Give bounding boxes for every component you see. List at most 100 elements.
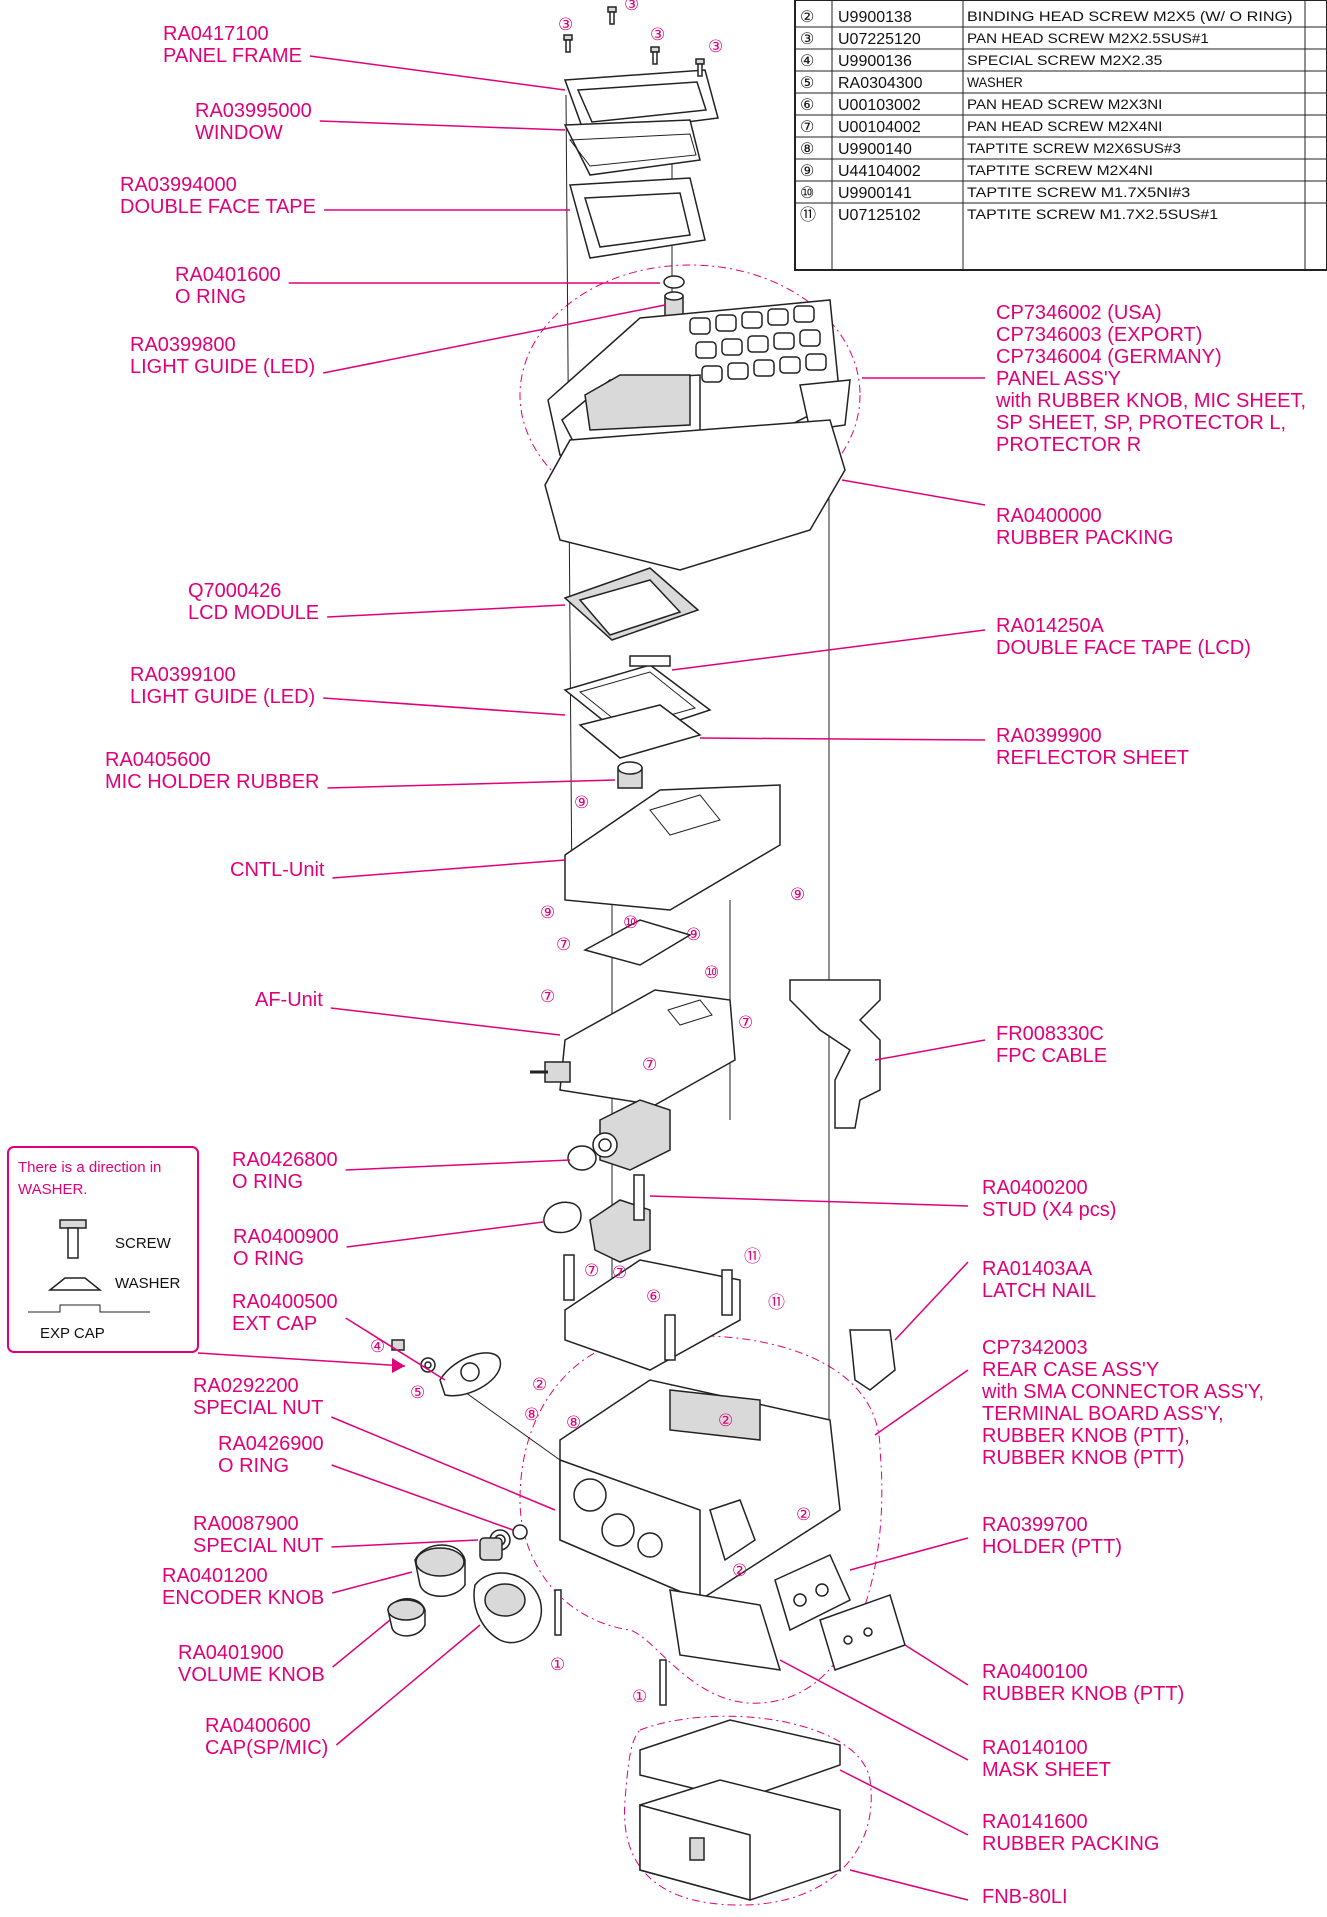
axis-cap	[454, 1384, 561, 1461]
leader-line	[332, 859, 566, 879]
panel-key	[773, 332, 795, 350]
parts-table-code: U44104002	[838, 163, 921, 180]
label-line: HOLDER (PTT)	[982, 1536, 1122, 1558]
label-left: CNTL-Unit	[230, 859, 566, 881]
parts-table-desc: PAN HEAD SCREW M2X2.5SUS#1	[967, 31, 1209, 46]
label-line: FR008330C	[996, 1023, 1104, 1045]
callout-9: ⑨	[574, 793, 589, 812]
label-part-name: MIC HOLDER RUBBER	[105, 771, 319, 793]
panel-key	[689, 317, 711, 335]
panel-key	[721, 338, 743, 356]
leader-line	[699, 737, 986, 741]
parts-table-no: ⑩	[800, 185, 814, 202]
leader-line	[319, 120, 566, 131]
callout-7: ⑦	[612, 1263, 627, 1282]
double-face-tape-part	[569, 177, 706, 259]
callout-6: ⑥	[646, 1287, 661, 1306]
callout-3: ③	[708, 37, 723, 56]
parts-table-desc: TAPTITE SCREW M2X6SUS#3	[967, 141, 1181, 156]
screw-1-part	[554, 1589, 667, 1706]
screw-icon	[59, 1219, 87, 1259]
callout-11: ⑪	[744, 1247, 761, 1266]
label-line: with RUBBER KNOB, MIC SHEET,	[995, 390, 1306, 412]
label-line: RUBBER KNOB (PTT)	[982, 1447, 1184, 1469]
callout-3: ③	[650, 25, 665, 44]
panel-frame-part	[563, 69, 719, 136]
label-part-number: RA0292200	[193, 1375, 299, 1397]
label-part-number: RA0400600	[205, 1715, 311, 1737]
label-line: RUBBER KNOB (PTT),	[982, 1425, 1190, 1447]
rear-case-boundary	[519, 1335, 883, 1704]
panel-key	[805, 353, 827, 371]
label-part-name: SPECIAL NUT	[193, 1397, 323, 1419]
note-cap-label: EXP CAP	[40, 1325, 105, 1342]
leader-line	[335, 1624, 481, 1746]
note-text-2: WASHER.	[18, 1181, 87, 1198]
parts-table-no: ④	[800, 53, 814, 70]
panel-key	[793, 305, 815, 323]
volume-knob-part	[387, 1598, 426, 1637]
panel-key	[799, 329, 821, 347]
label-part-number: RA0401200	[162, 1565, 268, 1587]
label-part-name: LIGHT GUIDE (LED)	[130, 686, 315, 708]
callout-7: ⑦	[642, 1055, 657, 1074]
light-guide-led-part	[664, 291, 684, 317]
parts-table-code: U9900141	[838, 185, 912, 202]
parts-table-desc: BINDING HEAD SCREW M2X5 (W/ O RING)	[967, 9, 1293, 24]
parts-table-code: U9900136	[838, 53, 912, 70]
parts-table-code: U9900138	[838, 9, 912, 26]
leader-line	[345, 1317, 446, 1381]
label-line: MASK SHEET	[982, 1759, 1111, 1781]
callout-7: ⑦	[738, 1013, 753, 1032]
label-part-number: RA0400500	[232, 1291, 338, 1313]
parts-table-code: U00104002	[838, 119, 921, 136]
parts-table-desc: TAPTITE SCREW M1.7X5NI#3	[967, 185, 1190, 200]
label-left: AF-Unit	[255, 989, 561, 1036]
label-part-number: RA0405600	[105, 749, 211, 771]
parts-table-no: ③	[800, 31, 814, 48]
callout-11: ⑪	[768, 1293, 785, 1312]
label-line: CP7346004 (GERMANY)	[996, 346, 1222, 368]
label-part-name: EXT CAP	[232, 1313, 317, 1335]
callout-10: ⑩	[623, 913, 638, 932]
panel-key	[701, 365, 723, 383]
label-part-name: LCD MODULE	[188, 602, 319, 624]
leader-line	[671, 629, 986, 671]
o-ring-3-part	[543, 1201, 582, 1234]
label-part-number: RA0401600	[175, 264, 281, 286]
label-line: RA0399700	[982, 1514, 1088, 1536]
battery-boundary	[623, 1715, 872, 1906]
label-line: CP7342003	[982, 1337, 1088, 1359]
leader-line	[874, 1039, 986, 1061]
panel-key	[695, 341, 717, 359]
parts-table-no: ⑤	[800, 75, 814, 92]
latch-nail-part	[849, 1329, 896, 1391]
parts-table-desc: PAN HEAD SCREW M2X4NI	[967, 119, 1162, 134]
label-right: FNB-80LI	[849, 1869, 1068, 1908]
parts-table-code: U07125102	[838, 207, 921, 224]
rubber-packing-2-part	[639, 1719, 841, 1801]
callout-7: ⑦	[540, 987, 555, 1006]
label-part-number: RA0417100	[163, 23, 269, 45]
sub-board-part	[583, 919, 692, 966]
panel-key	[727, 362, 749, 380]
leader-line	[332, 1571, 413, 1594]
label-line: FPC CABLE	[996, 1045, 1107, 1067]
label-line: RA0140100	[982, 1737, 1088, 1759]
